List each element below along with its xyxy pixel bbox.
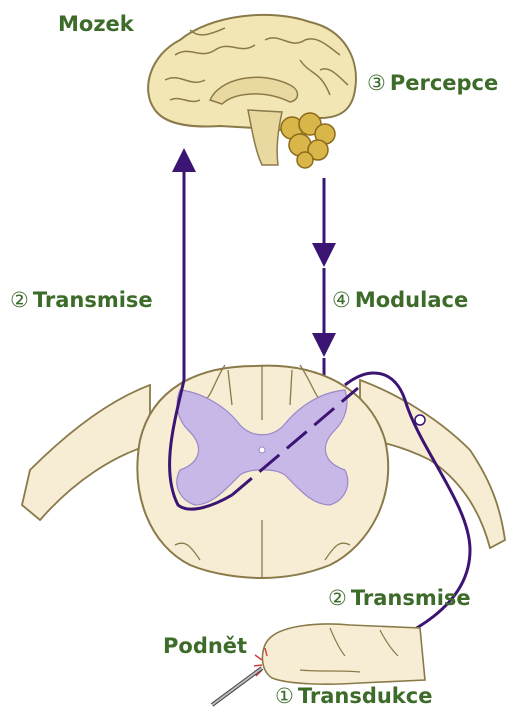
label-stimulus: Podnět	[163, 636, 247, 657]
brainstem	[248, 110, 282, 165]
brain-illustration	[148, 15, 356, 168]
cord-body	[137, 366, 388, 578]
left-nerve-root	[22, 385, 150, 520]
cerebellum	[281, 113, 335, 168]
needle-icon	[212, 668, 262, 705]
label-brain: Mozek	[58, 14, 134, 35]
spinal-cord-section	[22, 365, 505, 578]
